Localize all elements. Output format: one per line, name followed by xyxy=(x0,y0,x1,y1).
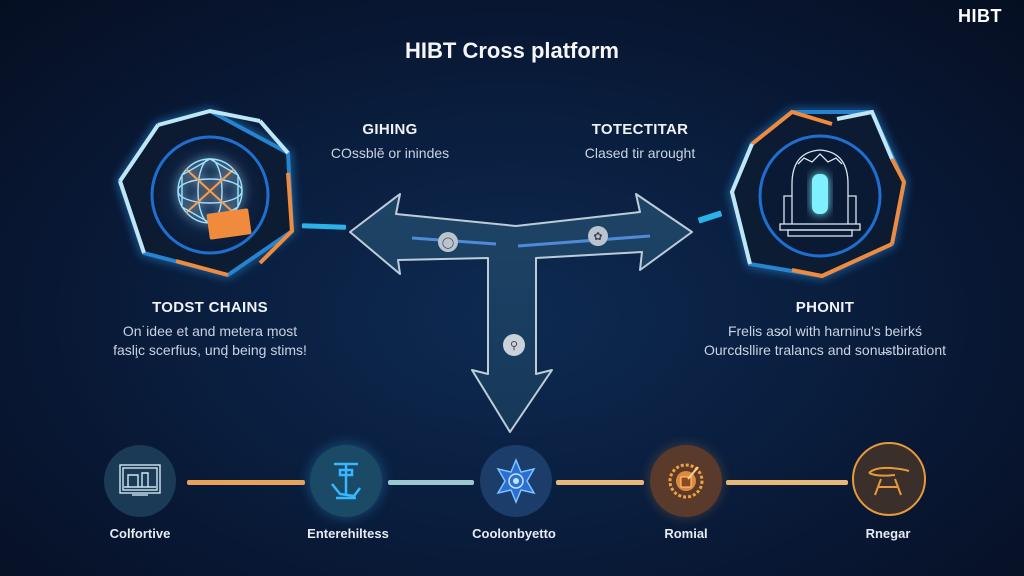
timeline-connector-1 xyxy=(187,480,305,485)
timeline-label-2: Enterehiltess xyxy=(307,526,389,541)
monitor-chart-icon xyxy=(119,464,161,496)
label-bottom-left-desc: On˙idee et and metera ṃost fasli̧c scer… xyxy=(60,322,360,360)
bridge-icon xyxy=(868,466,910,496)
timeline-label-5: Rnegar xyxy=(865,526,911,541)
shield-badge-icon: ◯ xyxy=(438,232,458,252)
label-top-left-title: GIHING xyxy=(362,121,418,138)
label-bottom-right-desc-line: Frelis as̷ol with harninu's beirkś xyxy=(727,323,923,339)
label-bottom-left-title: TODST CHAINS xyxy=(152,299,268,316)
brand-logo: HIBT xyxy=(958,6,1002,26)
page-title: HIBT Cross platform xyxy=(405,38,619,63)
label-top-left-desc: COssblĕ or inindes xyxy=(330,145,450,161)
label-top-right: TOTECTITAR Clased tir arought xyxy=(540,121,740,163)
label-bottom-left-desc-line: fasli̧c scerfius, und̨ being stims! xyxy=(113,342,307,358)
timeline-label-4: Romial xyxy=(664,526,708,541)
label-bottom-right-title: PHONIT xyxy=(795,299,855,316)
timeline-connector-2 xyxy=(388,480,474,485)
timeline-node-1[interactable] xyxy=(104,445,176,517)
gateway-portal-icon xyxy=(729,109,907,279)
label-bottom-right-desc: Frelis as̷ol with harninu's beirkś Ourcd… xyxy=(660,322,990,360)
star-emblem-icon xyxy=(496,458,536,504)
timeline-connector-4 xyxy=(726,480,848,485)
geodesic-sphere-icon xyxy=(117,108,295,278)
sun-gear-icon xyxy=(668,463,704,499)
timeline-label-1: Colfortive xyxy=(109,526,171,541)
right-hub-connector xyxy=(697,210,723,224)
search-badge-icon: ⚲ xyxy=(503,334,525,356)
left-hub xyxy=(110,103,310,283)
label-bottom-right: PHONIT Frelis as̷ol with harninu's beirk… xyxy=(660,299,990,360)
t-arrow: ◯ ✿ ⚲ xyxy=(340,186,700,436)
label-top-left: GIHING COssblĕ or inindes xyxy=(290,121,490,163)
timeline-connector-3 xyxy=(556,480,644,485)
leaf-badge-icon: ✿ xyxy=(588,226,608,246)
label-bottom-right-desc-line: Ourcdsllire tralancs and sonu̶stbiration… xyxy=(703,342,946,358)
right-hub xyxy=(722,104,912,284)
label-bottom-left-desc-line: On˙idee et and metera ṃost xyxy=(122,323,298,339)
timeline-node-3[interactable] xyxy=(480,445,552,517)
timeline-node-2[interactable] xyxy=(310,445,382,517)
timeline-node-4[interactable] xyxy=(650,445,722,517)
label-bottom-left: TODST CHAINS On˙idee et and metera ṃost… xyxy=(60,299,360,360)
timeline-label-3: Coolonbyetto xyxy=(472,526,556,541)
timeline-node-5[interactable] xyxy=(852,442,926,516)
label-top-right-desc: Clased tir arought xyxy=(584,145,696,161)
label-top-right-title: TOTECTITAR xyxy=(591,121,689,138)
anchor-icon xyxy=(331,462,361,500)
